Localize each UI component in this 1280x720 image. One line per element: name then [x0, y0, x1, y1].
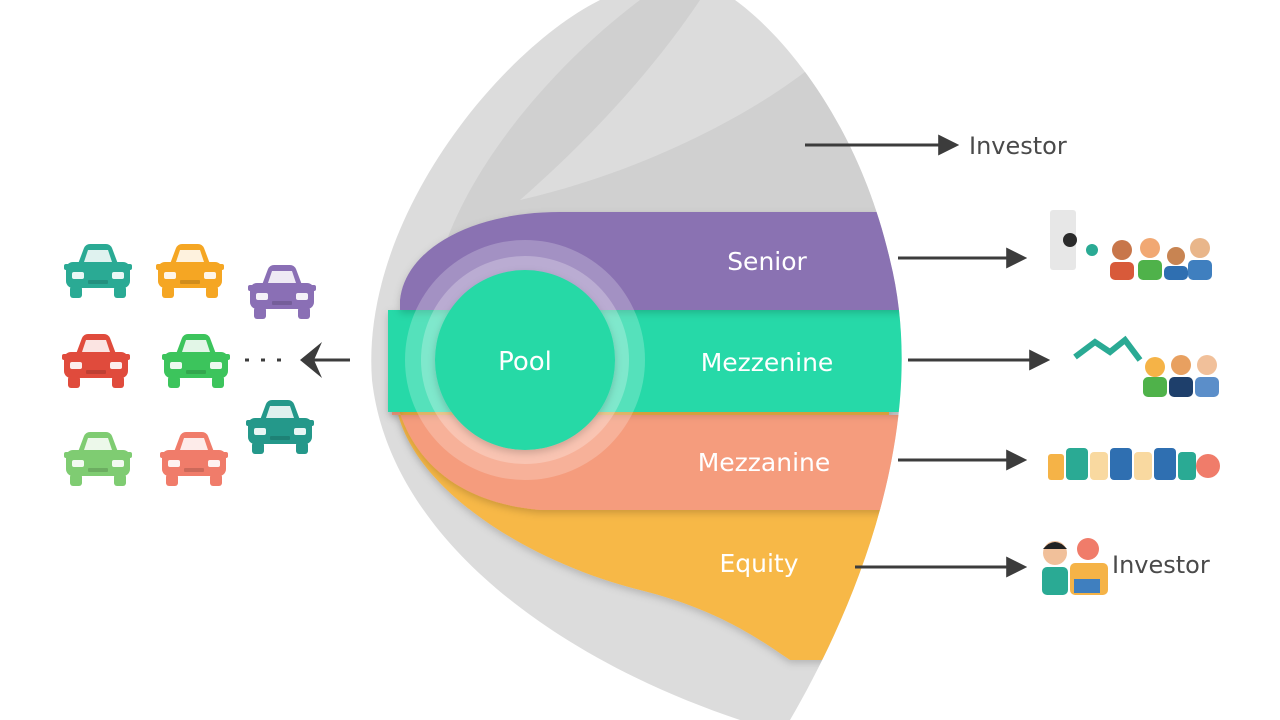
tranche-label-equity: Equity	[719, 549, 798, 578]
investor-pair-icon	[1042, 538, 1108, 595]
arrow-left-icon	[245, 342, 350, 378]
tranche-label-mezzanine: Mezzanine	[698, 448, 831, 477]
investor-group-icon	[1073, 335, 1219, 397]
car-icon	[156, 244, 224, 298]
car-icon	[248, 265, 316, 319]
car-icon	[160, 432, 228, 486]
car-icon	[64, 244, 132, 298]
tranche-label-senior: Senior	[727, 247, 807, 276]
investor-top-label: Investor	[969, 132, 1067, 160]
arrows	[805, 134, 1051, 578]
investor-group-icon	[1048, 448, 1220, 480]
investor-group-icon	[1050, 210, 1212, 280]
investor-bottom-label: Investor	[1112, 551, 1210, 579]
mezzanine-2-band	[392, 370, 902, 510]
car-icon	[162, 334, 230, 388]
pool-label: Pool	[498, 347, 552, 377]
car-icon	[64, 432, 132, 486]
car-icon	[246, 400, 314, 454]
car-icon	[62, 334, 130, 388]
car-grid	[62, 244, 316, 486]
pool: Pool	[405, 240, 645, 480]
tranche-label-mezzenine: Mezzenine	[701, 348, 834, 377]
